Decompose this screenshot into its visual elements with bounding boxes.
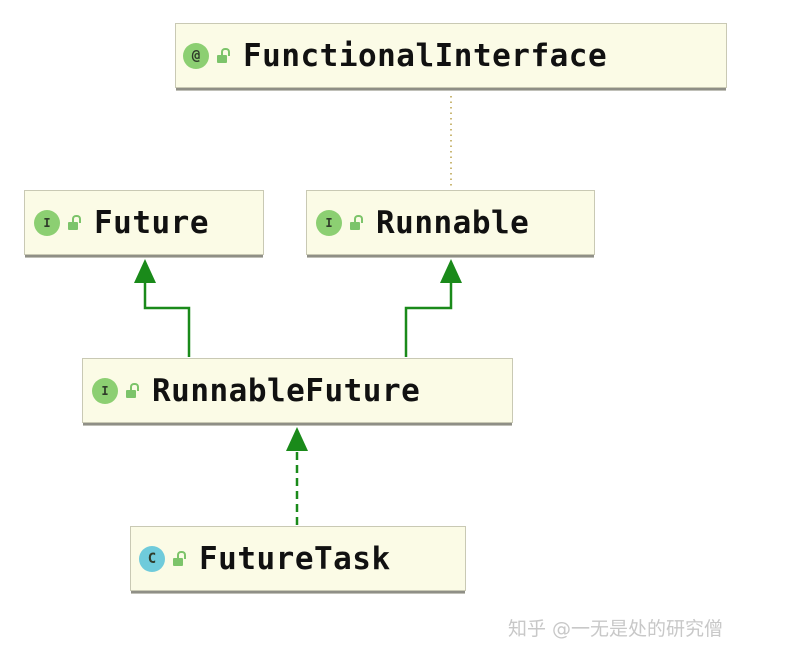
node-label: Runnable [376, 204, 530, 241]
lock-icon [126, 382, 139, 399]
node-runnable[interactable]: I Runnable [306, 190, 595, 255]
node-label: Future [94, 204, 209, 241]
interface-icon: I [34, 209, 60, 236]
arrowhead-runnablefuture-to-future [134, 259, 156, 283]
lock-icon [217, 47, 230, 64]
lock-icon [68, 214, 81, 231]
class-icon: C [139, 545, 165, 572]
node-label: RunnableFuture [152, 372, 421, 409]
arrowhead-runnablefuture-to-runnable [440, 259, 462, 283]
arrowhead-futuretask-to-runnablefuture [286, 427, 308, 451]
interface-icon: I [316, 209, 342, 236]
annotation-icon: @ [183, 42, 209, 69]
node-functionalinterface[interactable]: @ FunctionalInterface [175, 23, 727, 88]
node-label: FutureTask [199, 540, 391, 577]
interface-icon: I [92, 377, 118, 404]
node-futuretask[interactable]: C FutureTask [130, 526, 466, 591]
node-runnablefuture[interactable]: I RunnableFuture [82, 358, 513, 423]
lock-icon [173, 550, 186, 567]
watermark: 知乎 @一无是处的研究僧 [508, 618, 724, 640]
node-future[interactable]: I Future [24, 190, 264, 255]
edge-runnablefuture-to-future [143, 282, 191, 357]
edge-runnablefuture-to-runnable [404, 282, 453, 357]
node-label: FunctionalInterface [243, 37, 608, 74]
lock-icon [350, 214, 363, 231]
